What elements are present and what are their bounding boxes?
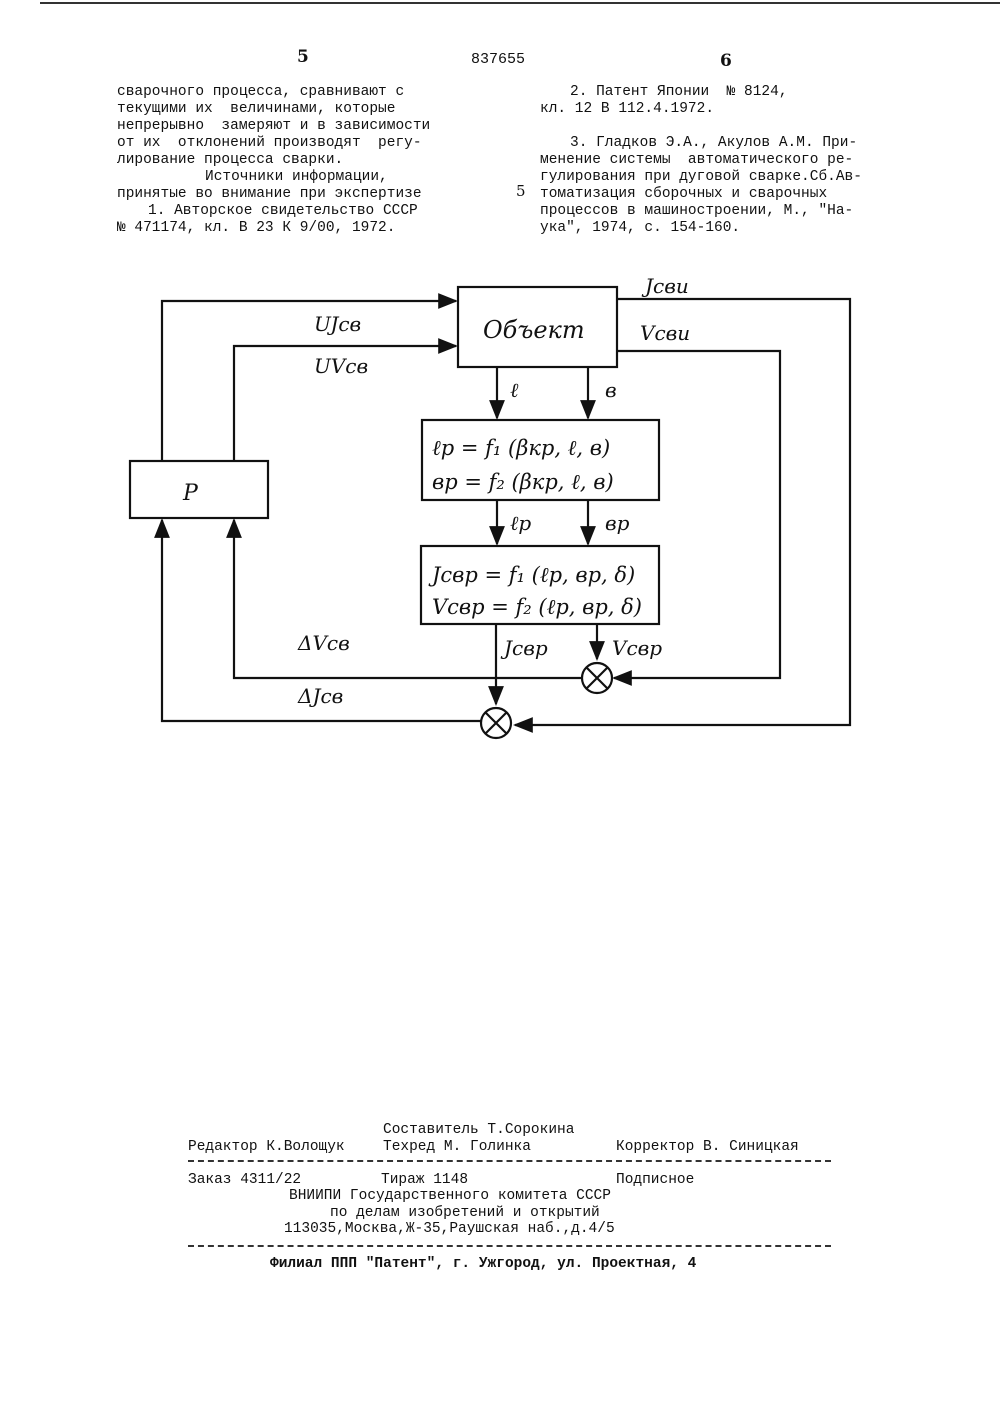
v-feedback-line: [614, 351, 780, 678]
label-lp: ℓр: [510, 511, 531, 535]
footer-divider: [188, 1160, 831, 1162]
calc-formula-1: ℓр = f₁ (βкр, ℓ, в): [432, 436, 610, 460]
editor: Редактор К.Волощук: [188, 1139, 345, 1155]
label-delta-v: ΔVсв: [297, 631, 350, 655]
label-u-j: UJсв: [314, 312, 361, 336]
footer-divider-2: [188, 1245, 831, 1247]
circulation: Тираж 1148: [381, 1172, 468, 1188]
label-v-calc: Vсвр: [612, 636, 662, 660]
subscription: Подписное: [616, 1172, 694, 1188]
object-label: Объект: [483, 316, 585, 344]
calc-formula-2: вр = f₂ (βкр, ℓ, в): [432, 470, 614, 494]
control-system-diagram: Объект Р ℓр = f₁ (βкр, ℓ, в) вр = f₂ (βк…: [0, 0, 1000, 760]
corrector: Корректор В. Синицкая: [616, 1139, 799, 1155]
org-line-1: ВНИИПИ Государственного комитета СССР: [289, 1188, 611, 1204]
label-v-output: Vсви: [640, 321, 690, 345]
weld-formula-1: Jсвр = f₁ (ℓр, вр, δ): [428, 563, 635, 587]
label-j-output: Jсви: [641, 274, 689, 298]
compiler: Составитель Т.Сорокина: [383, 1122, 574, 1138]
org-address: 113035,Москва,Ж-35,Раушская наб.,д.4/5: [284, 1221, 615, 1237]
label-j-calc: Jсвр: [500, 636, 548, 660]
j-feedback-line: [515, 299, 850, 725]
label-u-v: UVсв: [314, 354, 368, 378]
label-l: ℓ: [510, 378, 519, 402]
techred: Техред М. Голинка: [383, 1139, 531, 1155]
label-b: в: [605, 378, 617, 402]
weld-formula-2: Vсвр = f₂ (ℓр, вр, δ): [432, 595, 642, 619]
label-delta-j: ΔJсв: [297, 684, 343, 708]
org-line-2: по делам изобретений и открытий: [330, 1205, 600, 1221]
label-bp: вр: [605, 511, 630, 535]
branch-address: Филиал ППП "Патент", г. Ужгород, ул. Про…: [270, 1256, 696, 1272]
order-number: Заказ 4311/22: [188, 1172, 301, 1188]
u-j-line: [162, 301, 456, 461]
regulator-label: Р: [182, 481, 199, 506]
regulator-block: [130, 461, 268, 518]
